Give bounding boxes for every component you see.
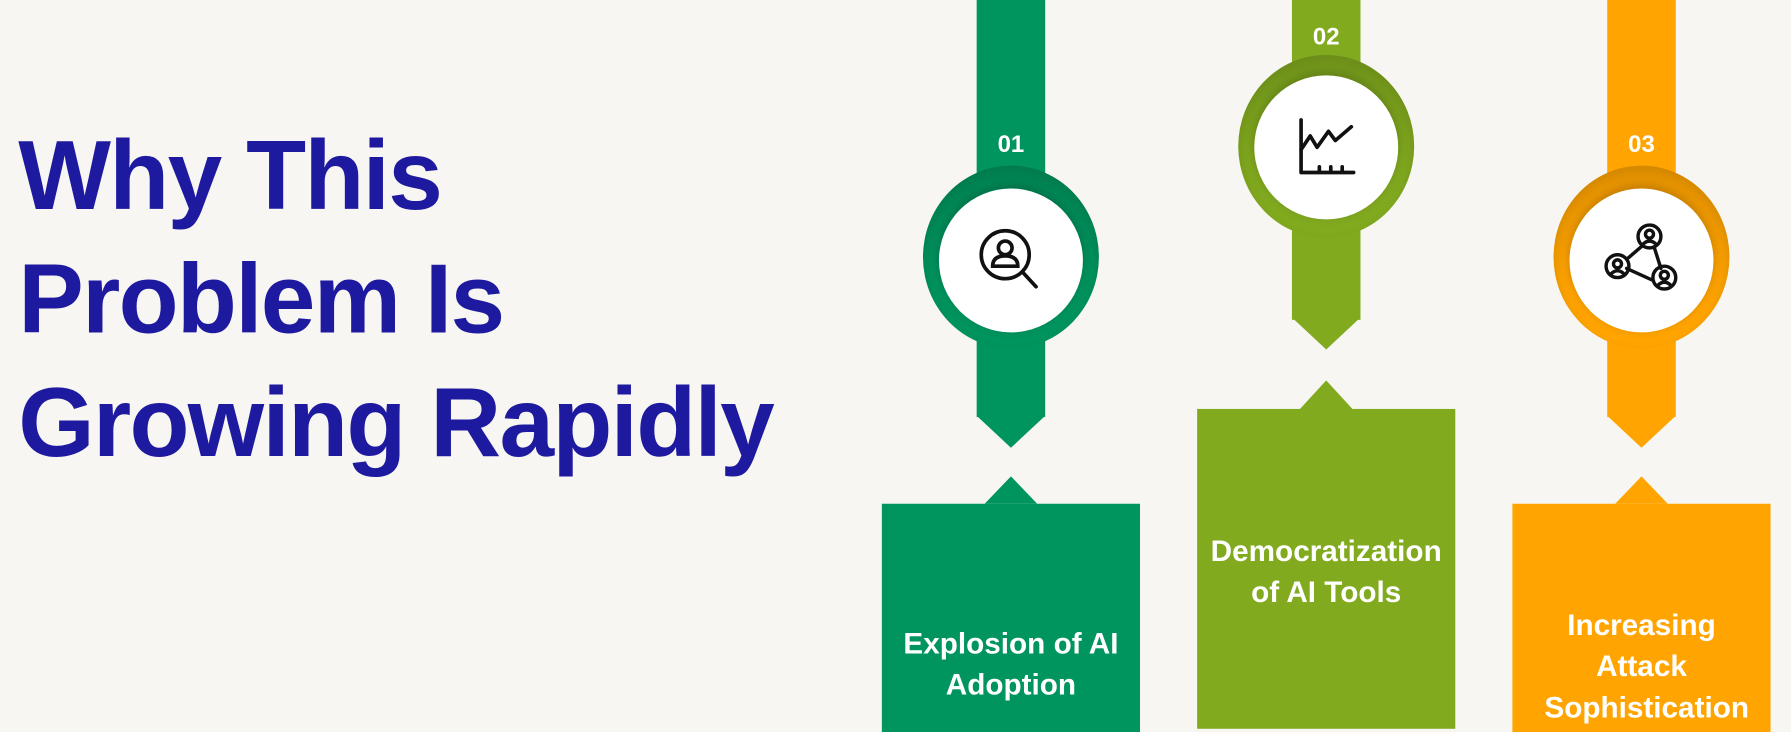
step-number: 02 [1312,23,1340,51]
step-arrow [1607,415,1676,448]
step-label-box: Democratization of AI Tools [1197,408,1456,729]
step-01: 01 Explosion of AI Adoption [874,0,1148,732]
step-number: 01 [997,131,1025,158]
box-notch [1615,476,1668,504]
title-line: Growing Rapidly [18,367,775,478]
icon-circle [1569,188,1714,333]
people-network-icon [1604,223,1678,291]
box-notch [984,476,1038,504]
step-label-box: Explosion of AI Adoption [881,503,1141,732]
person-search-icon [979,228,1038,289]
step-03: 03 Increasing Attack Sophistication [1504,0,1778,732]
icon-circle [938,188,1083,333]
step-arrow [1291,317,1361,350]
step-label: Explosion of AI Adoption [903,625,1119,702]
title-line: Problem Is [18,244,505,355]
line-chart-icon [1299,118,1356,175]
page-title: Why This Problem Is Growing Rapidly [18,114,775,484]
step-label-box: Increasing Attack Sophistication [1512,503,1771,732]
step-02: 02 Democratization of AI Tools [1189,0,1463,732]
title-line: Why This [18,121,443,231]
box-notch [1299,380,1353,409]
icon-circle [1254,75,1399,220]
step-number: 03 [1628,131,1655,158]
step-label: Democratization of AI Tools [1210,533,1442,609]
step-arrow [976,415,1046,448]
step-label: Increasing Attack Sophistication [1544,607,1750,725]
